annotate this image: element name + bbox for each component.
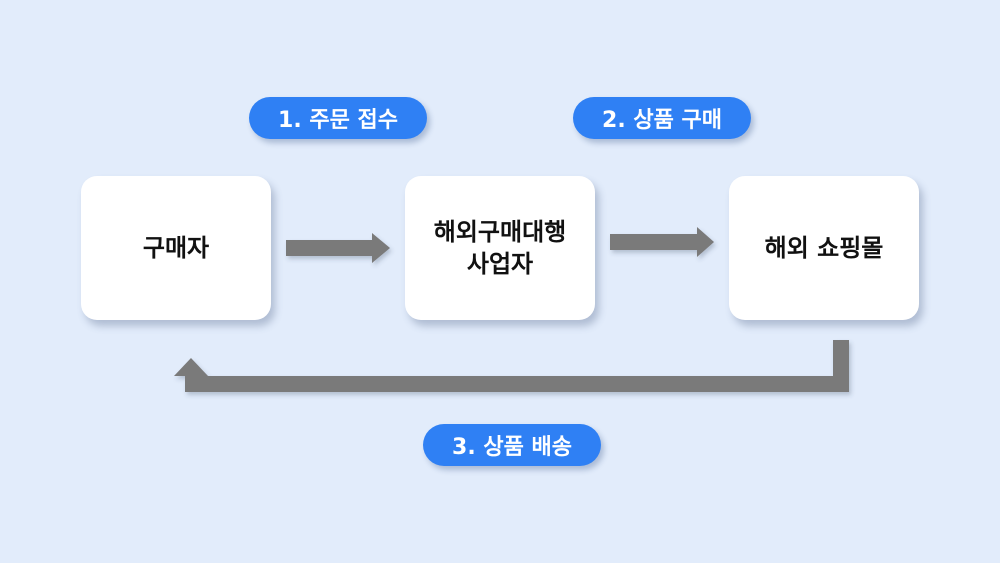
- node-overseas-mall: 해외 쇼핑몰: [729, 176, 919, 320]
- arrow-mall-to-buyer: [174, 340, 849, 392]
- node-agent-label-line1: 해외구매대행: [433, 217, 567, 246]
- node-agent-label-line2: 사업자: [466, 250, 534, 278]
- arrow-buyer-to-agent: [286, 233, 390, 263]
- step-2-label: 2. 상품 구매: [573, 97, 751, 139]
- step-1-label: 1. 주문 접수: [249, 97, 427, 139]
- node-mall-label: 해외 쇼핑몰: [764, 233, 884, 262]
- node-buyer-label: 구매자: [142, 233, 210, 262]
- arrow-agent-to-mall: [610, 227, 714, 257]
- node-purchasing-agent: 해외구매대행 사업자: [405, 176, 595, 320]
- step-3-label: 3. 상품 배송: [423, 424, 601, 466]
- node-buyer: 구매자: [81, 176, 271, 320]
